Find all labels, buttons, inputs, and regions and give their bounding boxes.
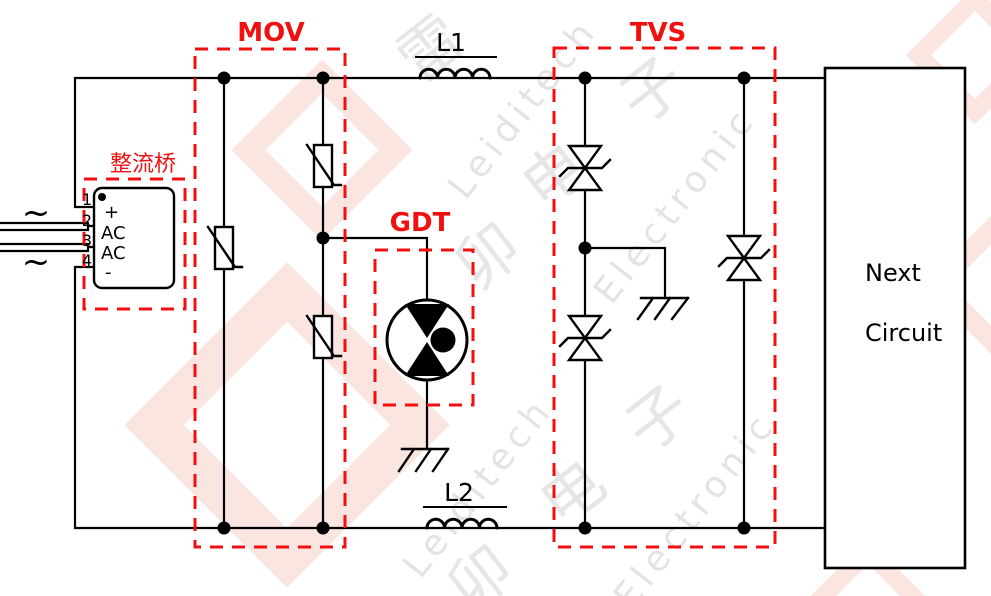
junction-dot [316,231,330,245]
next-circuit-box [823,66,967,570]
next-circuit-text-line2: Circuit [865,319,942,347]
inductor-l2: L2 [423,478,507,530]
rectifier-bridge-box [82,177,187,311]
watermark-character: 电 [525,445,619,541]
ac-source-symbol: ~ [22,193,51,233]
pin1-dot-marker [98,193,106,201]
next-circuit-text-line1: Next [865,259,921,287]
junction-dots [217,71,751,535]
junction-dot [737,521,751,535]
inductor-coil-icon [418,67,492,80]
tvs-label: TVS [630,18,687,48]
junction-dot [217,71,231,85]
gdt-section-box [373,248,475,407]
junction-dot [316,521,330,535]
junction-dot [737,71,751,85]
watermark-character: 卯 [441,208,535,304]
gdt-icon [385,298,469,382]
watermark-logo-diamond [231,59,413,241]
ground-icon [636,296,690,321]
wires [0,76,827,530]
bridge-rectifier-icon: + AC AC - 1 2 3 4 [82,186,176,290]
bridge-pin-number: 2 [82,211,92,230]
inductor-l1: L1 [415,28,497,80]
watermark-character: 子 [605,43,699,139]
varistor-icon [305,143,343,189]
bridge-body [92,186,176,290]
junction-dot [578,521,592,535]
rectifier-bridge-label: 整流桥 [110,152,176,177]
watermark-logo-diamond [922,207,991,363]
next-circuit-block: Next Circuit [823,66,967,570]
junction-dot [217,521,231,535]
ground-icon [397,447,450,473]
bridge-terminal-positive: + [104,202,119,223]
tvs-diode-icon [717,234,771,282]
l1-label: L1 [436,28,466,57]
bridge-terminal-ac1: AC [101,223,126,244]
gdt-label: GDT [390,208,451,238]
junction-dot [578,71,592,85]
junction-dot [578,241,592,255]
watermark-logo-diamond [798,538,938,596]
tvs-diode-icon [558,314,612,362]
tvs-diode-icon [558,144,612,192]
l2-label: L2 [444,478,474,507]
mov-section-box [193,47,347,549]
watermark-character: 子 [611,371,705,467]
bridge-pin-number: 4 [82,251,92,270]
watermark-logo-diamond [124,262,450,588]
tvs-section-box [552,46,777,549]
inductor-coil-icon [425,517,499,530]
bridge-pin-number: 1 [82,190,92,209]
varistor-icon [305,314,343,360]
bridge-terminal-negative: - [105,262,112,283]
bridge-terminal-ac2: AC [101,243,126,264]
bridge-pin-number: 3 [82,231,92,250]
mov-label: MOV [237,18,304,48]
varistor-icon [206,225,244,271]
ac-source-symbol: ~ [22,242,51,282]
junction-dot [316,71,330,85]
